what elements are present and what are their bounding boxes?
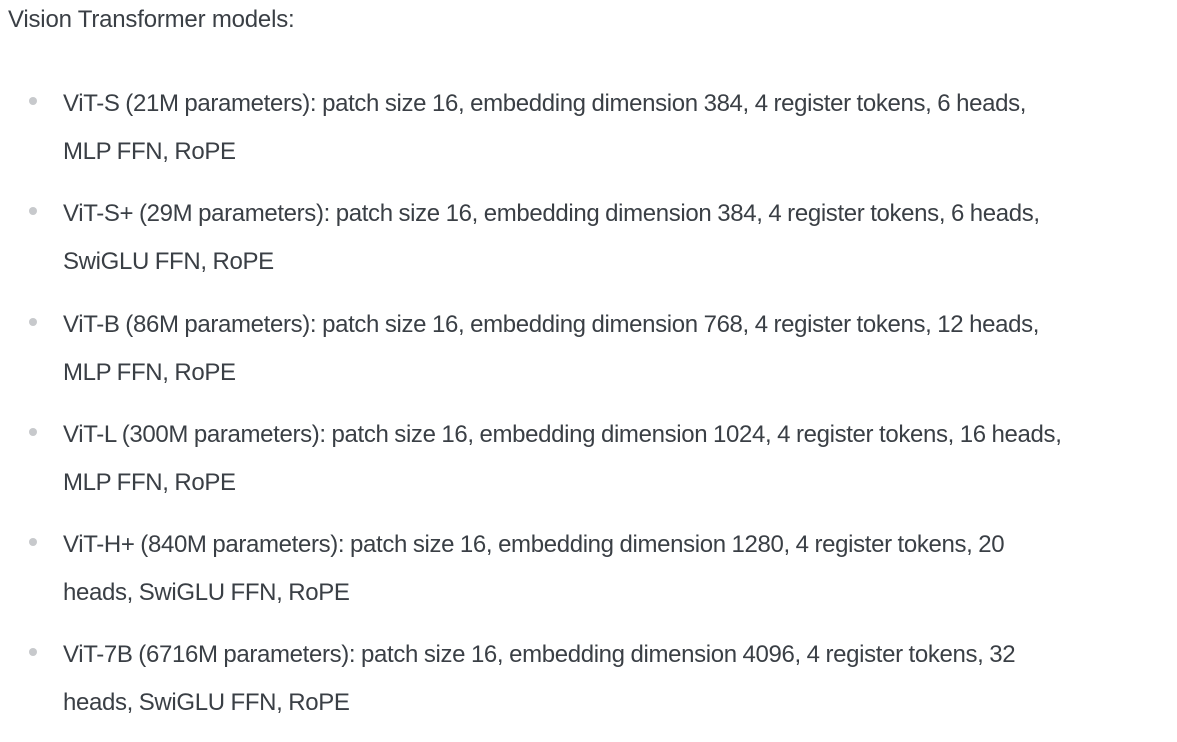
model-list: ViT-S (21M parameters): patch size 16, e… <box>0 80 1177 742</box>
model-description-line-1: ViT-7B (6716M parameters): patch size 16… <box>63 641 1016 669</box>
model-description-line-2: MLP FFN, RoPE <box>63 138 236 165</box>
model-description-line-2: heads, SwiGLU FFN, RoPE <box>63 579 350 607</box>
list-item-vit-b: ViT-B (86M parameters): patch size 16, e… <box>0 301 1177 411</box>
model-description-line-1: ViT-B (86M parameters): patch size 16, e… <box>63 310 1040 338</box>
intro-text: Vision Transformer models: <box>8 6 295 33</box>
model-description-line-1: ViT-S (21M parameters): patch size 16, e… <box>63 90 1027 117</box>
list-item-vit-7b: ViT-7B (6716M parameters): patch size 16… <box>0 631 1177 741</box>
bullet-icon <box>29 648 37 657</box>
list-item-vit-s: ViT-S (21M parameters): patch size 16, e… <box>0 80 1177 190</box>
model-description-line-2: MLP FFN, RoPE <box>63 358 236 386</box>
bullet-icon <box>29 538 37 547</box>
list-item-vit-s-plus: ViT-S+ (29M parameters): patch size 16, … <box>0 190 1177 300</box>
model-description: ViT-L (300M parameters): patch size 16, … <box>63 411 1163 507</box>
model-description: ViT-B (86M parameters): patch size 16, e… <box>63 301 1163 397</box>
model-description: ViT-S+ (29M parameters): patch size 16, … <box>63 190 1163 286</box>
model-description-line-2: MLP FFN, RoPE <box>63 468 236 496</box>
model-description-line-1: ViT-L (300M parameters): patch size 16, … <box>63 420 1062 448</box>
model-description: ViT-7B (6716M parameters): patch size 16… <box>63 631 1163 727</box>
bullet-icon <box>29 207 37 216</box>
list-item-vit-l: ViT-L (300M parameters): patch size 16, … <box>0 411 1177 521</box>
model-description-line-2: SwiGLU FFN, RoPE <box>63 248 274 276</box>
model-description-line-1: ViT-H+ (840M parameters): patch size 16,… <box>63 531 1005 559</box>
model-description-line-2: heads, SwiGLU FFN, RoPE <box>63 689 350 717</box>
bullet-icon <box>29 317 37 326</box>
bullet-icon <box>29 427 37 436</box>
bullet-icon <box>29 97 37 105</box>
list-item-vit-h-plus: ViT-H+ (840M parameters): patch size 16,… <box>0 521 1177 631</box>
model-description-line-1: ViT-S+ (29M parameters): patch size 16, … <box>63 200 1040 228</box>
model-description: ViT-S (21M parameters): patch size 16, e… <box>63 80 1163 176</box>
model-description: ViT-H+ (840M parameters): patch size 16,… <box>63 521 1163 617</box>
